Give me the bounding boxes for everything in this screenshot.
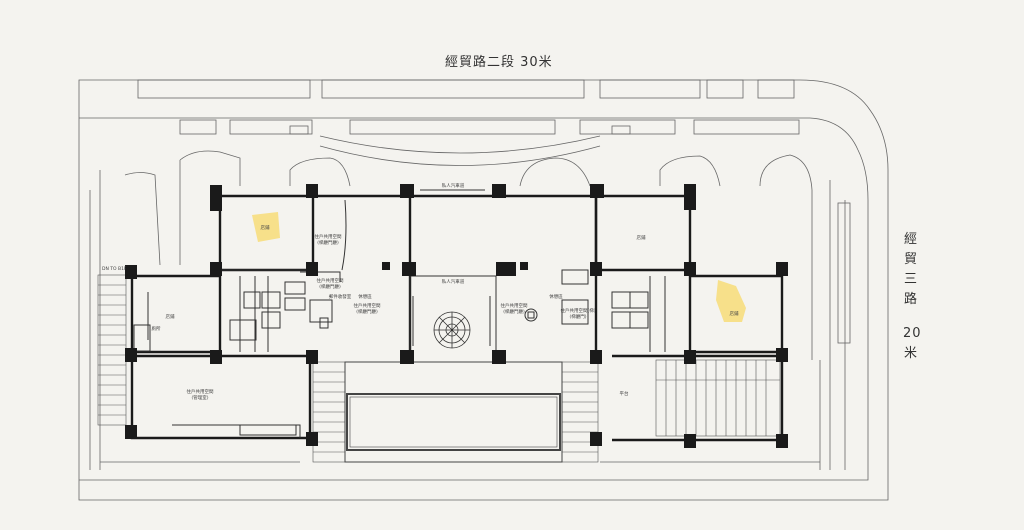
bike-line1: 住戶共用空間(梯)	[560, 307, 595, 314]
shop-highlight-east	[716, 280, 746, 322]
road-east-width: 20	[903, 326, 922, 341]
road-east-char: 路	[903, 292, 918, 307]
label-lounge-right: 休憩區	[549, 293, 563, 300]
mgmt-line1: 住戶共用空間	[187, 388, 214, 395]
road-east-width-unit: 米	[903, 346, 918, 361]
lobby-mid-line1: 住戶共用空間	[317, 277, 344, 284]
mgmt-line2: (管理室)	[191, 394, 208, 401]
label-lounge-left: 休憩區	[358, 293, 372, 300]
room-west-label: 店鋪	[166, 313, 175, 320]
label-porch-top: 私人汽車道	[442, 182, 465, 189]
medallion	[433, 311, 471, 349]
stairs	[97, 274, 781, 463]
road-east-char: 貿	[903, 252, 918, 267]
label-gate: DN TO B1F	[102, 266, 127, 272]
pool	[344, 361, 563, 463]
room-east-label: 店鋪	[730, 310, 739, 317]
logo-circle	[524, 308, 538, 322]
room-nw-label: 店鋪	[261, 224, 270, 231]
road-label-east: 經 貿 三 路 20 米	[903, 230, 922, 364]
interior-walls	[133, 189, 666, 438]
plan-labels: 私人汽車道 私人汽車道 DN TO B1F 店鋪 店鋪 店鋪 店鋪 住戶共用空間…	[102, 182, 739, 401]
room-ne-label: 店鋪	[637, 234, 646, 241]
shop-highlight-north	[252, 212, 280, 242]
columns	[125, 184, 788, 448]
lobby-far-line2: (梯廳門廳)	[503, 308, 525, 315]
label-restroom: 廁所	[152, 325, 161, 332]
label-mail: 郵件收發室	[329, 293, 352, 300]
lobby-far-line1: 住戶共用空間	[501, 302, 528, 309]
road-east-char: 三	[903, 272, 918, 287]
site-outline	[78, 79, 889, 501]
label-porch-mid: 私人汽車道	[442, 278, 465, 285]
lobby-right-line1: 住戶共用空間	[354, 302, 381, 309]
road-label-north: 經貿路二段 30米	[445, 55, 553, 70]
lobby-left-line1: 住戶共用空間	[315, 233, 342, 240]
lobby-left-line2: (梯廳門廳)	[317, 239, 339, 246]
road-east-char: 經	[903, 232, 918, 247]
bike-line2: (梯廳門)	[569, 313, 586, 320]
lobby-mid-line2: (梯廳門廳)	[319, 283, 341, 290]
label-bench: 平台	[620, 390, 629, 397]
lobby-right-line2: (梯廳門廳)	[356, 308, 378, 315]
